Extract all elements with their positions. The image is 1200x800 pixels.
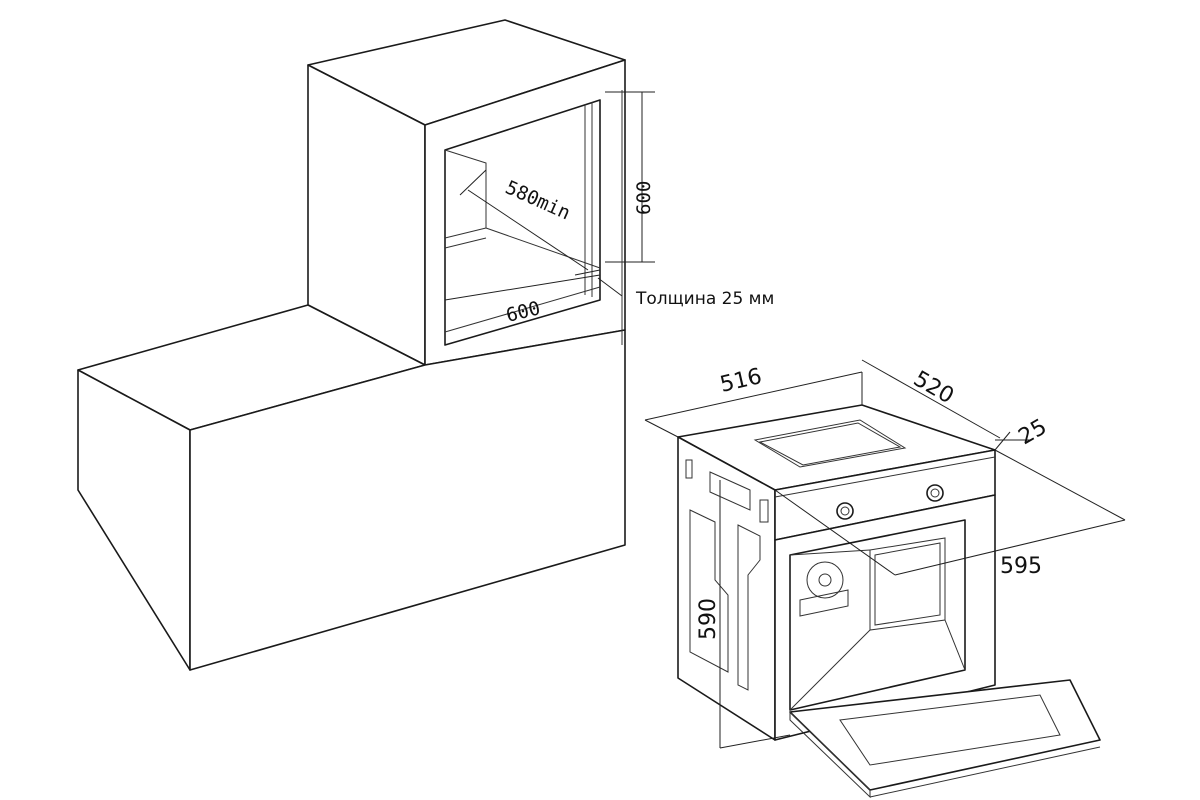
knob-right-icon: [926, 484, 944, 502]
oven-height-label: 590: [696, 598, 721, 640]
cabinet-height-label: 600: [633, 181, 655, 215]
fan-icon: [806, 561, 844, 599]
oven-depth-label: 516: [718, 364, 765, 398]
oven-panel-label: 25: [1015, 415, 1052, 451]
oven-total-depth-label: 520: [909, 367, 958, 410]
oven-drawing: 516 520 25 595 590: [644, 359, 1126, 799]
kitchen-cabinet: 580min 600 600 Толщина 25 мм: [77, 19, 774, 671]
knob-left-icon: [836, 502, 854, 520]
oven-width-label: 595: [1000, 554, 1042, 579]
thickness-note: Толщина 25 мм: [635, 289, 774, 309]
